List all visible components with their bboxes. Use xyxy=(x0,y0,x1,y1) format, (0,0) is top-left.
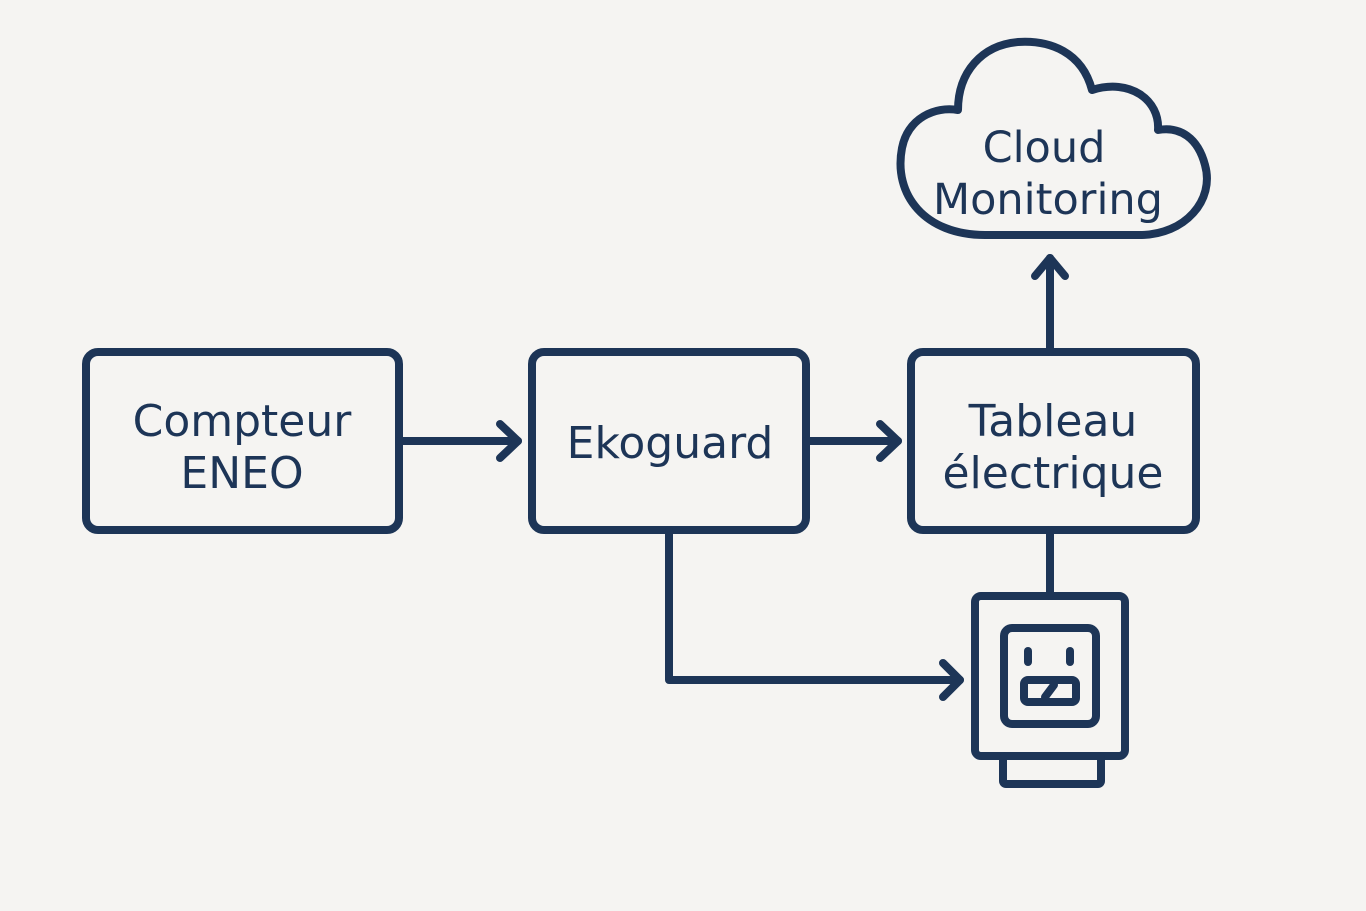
node-tableau-electrique-label-2: électrique xyxy=(942,448,1163,499)
node-tableau-electrique-label-1: Tableau xyxy=(968,396,1138,447)
node-compteur-eneo-label-2: ENEO xyxy=(180,448,303,499)
node-tableau-electrique: Tableau électrique xyxy=(907,348,1200,534)
cloud-icon xyxy=(896,37,1211,239)
node-ekoguard-label: Ekoguard xyxy=(567,418,774,469)
power-outlet-slot-mark xyxy=(1041,681,1058,701)
edge-tableau-to-cloud xyxy=(1031,254,1069,356)
power-outlet-slot xyxy=(1020,676,1080,706)
node-ekoguard: Ekoguard xyxy=(528,348,810,534)
node-cloud-monitoring-label-2: Monitoring xyxy=(933,175,1163,225)
node-cloud-monitoring: Cloud Monitoring xyxy=(896,37,1211,239)
node-compteur-eneo: Compteur ENEO xyxy=(82,348,403,534)
edge-ekoguard-to-outlet-line xyxy=(665,526,964,684)
edge-ekoguard-to-tableau-arrowhead xyxy=(876,420,902,462)
edge-ekoguard-to-tableau xyxy=(802,420,902,462)
power-outlet-base xyxy=(999,752,1105,788)
node-power-outlet xyxy=(971,592,1129,788)
edge-compteur-to-ekoguard xyxy=(395,420,522,462)
edge-compteur-to-ekoguard-arrowhead xyxy=(496,420,522,462)
power-outlet-icon xyxy=(1000,624,1100,728)
edge-ekoguard-to-outlet-arrowhead xyxy=(939,659,964,701)
node-cloud-monitoring-label-1: Cloud xyxy=(983,123,1106,173)
edge-tableau-to-cloud-arrowhead xyxy=(1031,254,1069,280)
edge-ekoguard-to-outlet xyxy=(665,526,964,701)
node-compteur-eneo-label-1: Compteur xyxy=(133,396,353,447)
